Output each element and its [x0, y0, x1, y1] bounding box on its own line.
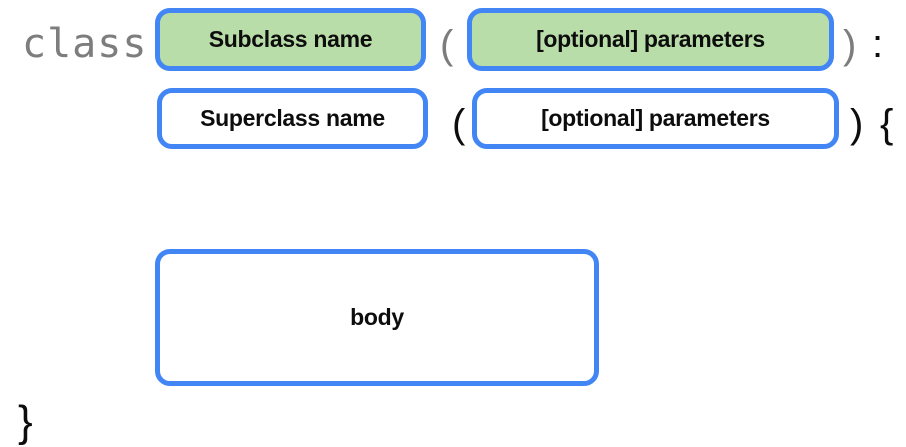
line1-paren-open: (	[440, 23, 454, 67]
subclass-parameters-slot[interactable]: [optional] parameters	[467, 8, 834, 71]
brace-close: }	[18, 397, 33, 446]
superclass-parameters-slot[interactable]: [optional] parameters	[472, 88, 839, 149]
body-label: body	[350, 304, 404, 330]
superclass-parameters-label: [optional] parameters	[541, 105, 770, 131]
subclass-name-slot[interactable]: Subclass name	[155, 8, 426, 71]
subclass-parameters-label: [optional] parameters	[536, 26, 765, 52]
line2-paren-open: (	[452, 102, 466, 146]
line1-paren-close: )	[843, 23, 857, 67]
line1-colon: :	[872, 22, 884, 66]
body-slot[interactable]: body	[155, 249, 599, 386]
line2-paren-close: )	[850, 102, 864, 146]
superclass-name-slot[interactable]: Superclass name	[157, 88, 428, 149]
subclass-name-label: Subclass name	[208, 26, 373, 52]
brace-open: {	[880, 102, 894, 146]
superclass-name-label: Superclass name	[200, 105, 385, 131]
keyword-class: class	[22, 21, 148, 67]
